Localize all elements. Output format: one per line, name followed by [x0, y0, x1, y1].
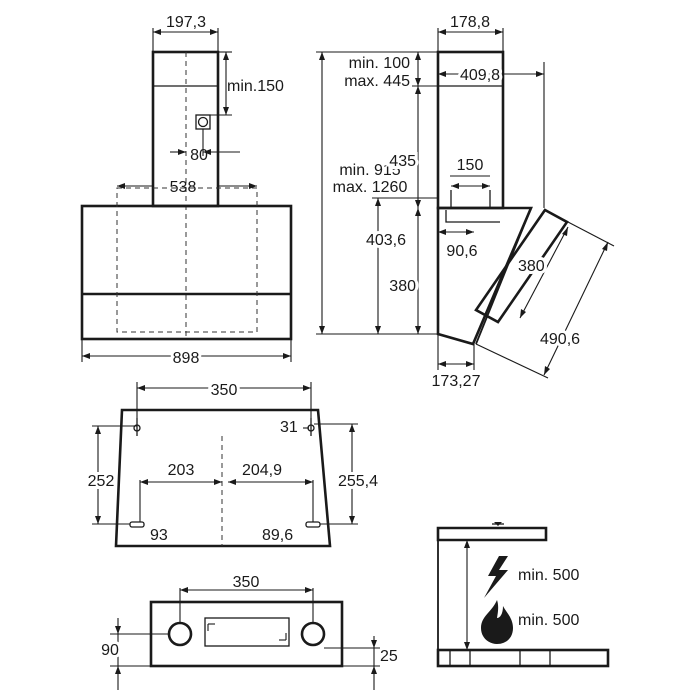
label-plate-hole-spacing: 350: [211, 382, 238, 399]
plate-slot-bottom-left: [129, 521, 145, 528]
label-electric-min: min. 500: [518, 567, 579, 584]
front-view: 197,3 min.150 80 538 898: [80, 14, 293, 370]
label-bottom-left-offset: 90: [101, 642, 119, 659]
label-plate-left-center: 203: [168, 462, 195, 479]
label-chimney-depth: 178,8: [450, 14, 490, 31]
mounting-plate-outline: [114, 408, 332, 548]
label-duct-width: 150: [457, 157, 484, 174]
label-chimney-height: 435: [389, 153, 416, 170]
label-body-outer: 403,6: [366, 232, 406, 249]
label-total-height-max: max. 1260: [333, 179, 408, 196]
socket-outlet-icon: [197, 116, 209, 128]
plate-slot-bottom-right: [305, 521, 321, 528]
label-socket-center: 80: [190, 147, 208, 164]
bottom-control-panel: [204, 617, 290, 647]
front-hood-body: [80, 204, 293, 341]
label-hole-edge-offset: 31: [280, 419, 298, 436]
side-inner-duct: [445, 210, 500, 223]
label-chimney-width: 197,3: [166, 14, 206, 31]
label-total-height-min: min. 915: [339, 162, 400, 179]
label-top-gap-min: min. 100: [349, 55, 410, 72]
side-view: 150 178,8 409,8 min. 100 max. 445 min. 9…: [316, 14, 615, 390]
label-bracket-span: 538: [170, 179, 197, 196]
gas-flame-icon: [481, 600, 513, 644]
dim-panel-height: [519, 226, 569, 319]
label-gas-min: min. 500: [518, 612, 579, 629]
label-body-inner: 380: [389, 278, 416, 295]
label-overall-depth: 409,8: [460, 67, 500, 84]
front-hidden-motor-box: [116, 187, 258, 333]
clearance-view: min. 500 min. 500: [436, 522, 610, 668]
dim-panel-length: [543, 241, 609, 376]
side-hood-glass-edge: [475, 207, 532, 345]
side-hood-body: [436, 206, 533, 346]
label-bottom-hole-spacing: 350: [233, 574, 260, 591]
label-panel-length: 490,6: [540, 331, 580, 348]
electric-icon: [484, 556, 508, 598]
label-bottom-right-offset: 25: [380, 648, 398, 665]
label-panel-height: 380: [518, 258, 545, 275]
label-bottom-depth: 173,27: [432, 373, 481, 390]
label-plate-right-height: 255,4: [338, 473, 378, 490]
bottom-right-light: [300, 621, 326, 647]
label-plate-bottom-right: 89,6: [262, 527, 293, 544]
label-plate-left-height: 252: [88, 473, 115, 490]
label-hood-width: 898: [173, 350, 200, 367]
label-duct-offset: 90,6: [446, 243, 477, 260]
label-plate-bottom-left: 93: [150, 527, 168, 544]
clearance-hood: [436, 526, 548, 542]
bottom-left-light: [167, 621, 193, 647]
label-plate-right-center: 204,9: [242, 462, 282, 479]
bottom-view: 350 90 25: [98, 574, 398, 690]
mounting-plate-view: 350 31 252 255,4 203 204,9 93 89,6: [85, 379, 381, 548]
clearance-hob: [436, 648, 610, 668]
label-socket-offset: min.150: [227, 78, 284, 95]
label-top-gap-max: max. 445: [344, 73, 410, 90]
